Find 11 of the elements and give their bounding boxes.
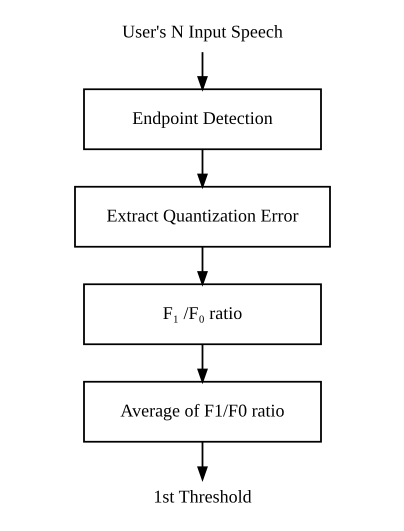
arrow: [196, 247, 208, 287]
arrow: [196, 52, 208, 92]
node-text: User's N Input Speech: [122, 22, 282, 42]
arrow: [196, 442, 208, 482]
arrow: [196, 344, 208, 384]
node-box: Average of F1/F0 ratio: [82, 380, 322, 443]
arrow: [196, 150, 208, 190]
node-box: Extract Quantization Error: [74, 186, 330, 248]
node-box: F₁ /F₀ ratio: [82, 283, 322, 346]
node-box: Endpoint Detection: [82, 88, 322, 150]
node-text: 1st Threshold: [152, 486, 252, 507]
